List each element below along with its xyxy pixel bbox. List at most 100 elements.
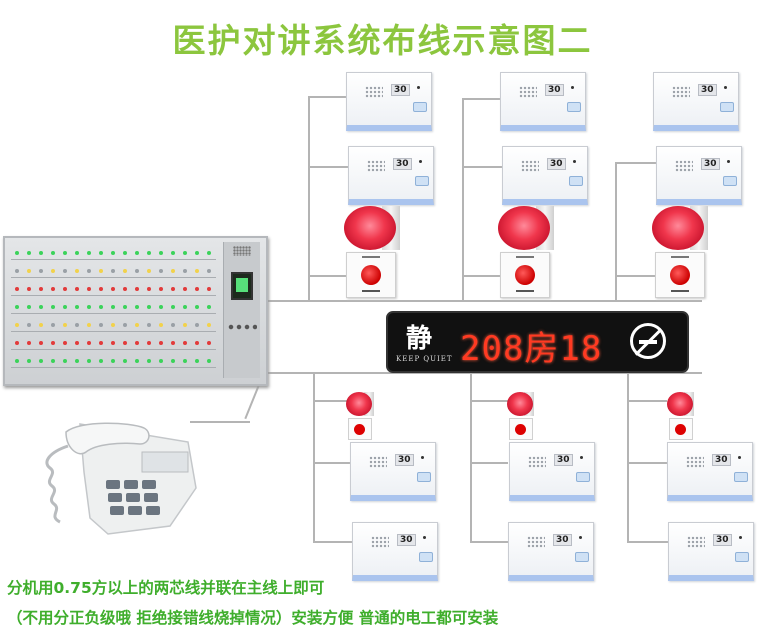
indicator-led bbox=[123, 269, 127, 273]
indicator-led bbox=[99, 323, 103, 327]
indicator-led bbox=[135, 341, 139, 345]
speaker-grill bbox=[369, 456, 387, 468]
indicator-led bbox=[159, 251, 163, 255]
indicator-led bbox=[147, 287, 151, 291]
indicator-led bbox=[63, 287, 67, 291]
indicator-led bbox=[195, 323, 199, 327]
indicator-led bbox=[39, 305, 43, 309]
indicator-led bbox=[147, 341, 151, 345]
indicator-led bbox=[195, 251, 199, 255]
indicator-led bbox=[207, 305, 211, 309]
extension-number: 30 bbox=[701, 158, 720, 170]
indicator-led bbox=[63, 323, 67, 327]
indicator-led bbox=[51, 359, 55, 363]
speaker-grill bbox=[367, 160, 385, 172]
indicator-led bbox=[111, 323, 115, 327]
call-button bbox=[415, 176, 429, 186]
extension-number: 30 bbox=[712, 454, 731, 466]
indicator-led bbox=[15, 251, 19, 255]
indicator-led bbox=[147, 251, 151, 255]
indicator-led bbox=[87, 251, 91, 255]
indicator-led bbox=[207, 251, 211, 255]
extension-number: 30 bbox=[545, 84, 564, 96]
extension-station: 30 bbox=[350, 442, 436, 501]
indicator-led bbox=[39, 323, 43, 327]
extension-station: 30 bbox=[509, 442, 595, 501]
indicator-led bbox=[51, 269, 55, 273]
call-button bbox=[723, 176, 737, 186]
indicator-led bbox=[207, 323, 211, 327]
indicator-led bbox=[207, 341, 211, 345]
indicator-led bbox=[123, 251, 127, 255]
indicator-led bbox=[123, 359, 127, 363]
indicator-led bbox=[183, 341, 187, 345]
indicator-led bbox=[75, 305, 79, 309]
extension-station: 30 bbox=[653, 72, 739, 131]
extension-number: 30 bbox=[554, 454, 573, 466]
indicator-led bbox=[63, 305, 67, 309]
indicator-led bbox=[63, 341, 67, 345]
indicator-led bbox=[111, 287, 115, 291]
master-console bbox=[3, 236, 268, 386]
extension-station: 30 bbox=[667, 442, 753, 501]
corridor-led-sign: 静 KEEP QUIET 208房18 bbox=[386, 311, 689, 373]
bathroom-pull-switch bbox=[346, 252, 396, 298]
indicator-led bbox=[27, 359, 31, 363]
indicator-led bbox=[171, 251, 175, 255]
call-button bbox=[419, 552, 433, 562]
extension-number: 30 bbox=[713, 534, 732, 546]
speaker-grill bbox=[528, 456, 546, 468]
indicator-led bbox=[195, 269, 199, 273]
indicator-led bbox=[183, 269, 187, 273]
indicator-led bbox=[123, 305, 127, 309]
call-button bbox=[575, 552, 589, 562]
indicator-led bbox=[87, 305, 91, 309]
indicator-led bbox=[15, 359, 19, 363]
bathroom-pull-switch bbox=[509, 418, 533, 440]
extension-station: 30 bbox=[352, 522, 438, 581]
bathroom-pull-switch bbox=[655, 252, 705, 298]
indicator-led bbox=[147, 305, 151, 309]
indicator-led bbox=[99, 341, 103, 345]
indicator-led bbox=[99, 359, 103, 363]
indicator-led bbox=[75, 251, 79, 255]
indicator-led bbox=[15, 305, 19, 309]
indicator-led bbox=[111, 251, 115, 255]
call-button bbox=[576, 472, 590, 482]
extension-station: 30 bbox=[668, 522, 754, 581]
indicator-led bbox=[63, 251, 67, 255]
indicator-led bbox=[111, 341, 115, 345]
extension-number: 30 bbox=[391, 84, 410, 96]
indicator-led bbox=[15, 323, 19, 327]
indicator-led bbox=[183, 359, 187, 363]
indicator-led bbox=[75, 359, 79, 363]
call-button bbox=[569, 176, 583, 186]
indicator-led bbox=[99, 251, 103, 255]
indicator-led bbox=[87, 323, 91, 327]
speaker-grill bbox=[519, 86, 537, 98]
indicator-led bbox=[51, 287, 55, 291]
bathroom-pull-switch bbox=[348, 418, 372, 440]
indicator-led bbox=[123, 287, 127, 291]
indicator-led bbox=[171, 359, 175, 363]
speaker-grill bbox=[686, 456, 704, 468]
extension-number: 30 bbox=[397, 534, 416, 546]
indicator-led bbox=[123, 341, 127, 345]
indicator-led bbox=[207, 359, 211, 363]
indicator-led bbox=[51, 323, 55, 327]
indicator-led bbox=[135, 323, 139, 327]
indicator-led bbox=[27, 341, 31, 345]
indicator-led bbox=[27, 251, 31, 255]
indicator-led bbox=[159, 323, 163, 327]
indicator-led bbox=[27, 323, 31, 327]
indicator-led bbox=[171, 287, 175, 291]
telephone-handset bbox=[20, 418, 200, 536]
call-button bbox=[417, 472, 431, 482]
indicator-led bbox=[75, 287, 79, 291]
indicator-led bbox=[135, 287, 139, 291]
indicator-led bbox=[195, 305, 199, 309]
call-button bbox=[413, 102, 427, 112]
indicator-led bbox=[159, 287, 163, 291]
indicator-led bbox=[39, 287, 43, 291]
call-button bbox=[567, 102, 581, 112]
